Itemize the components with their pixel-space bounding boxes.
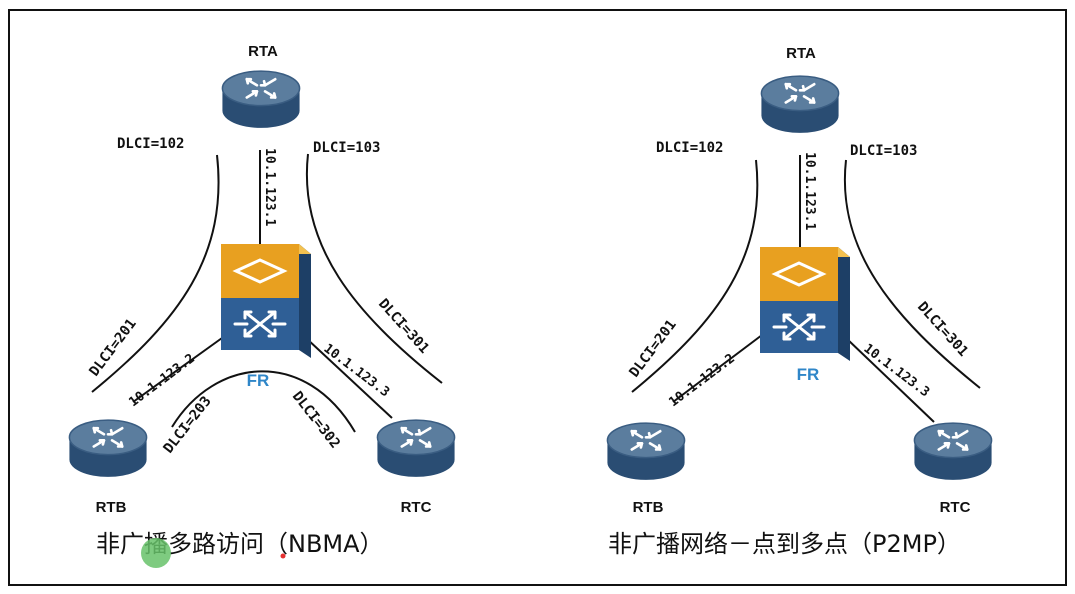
rta-router-icon-p2mp (760, 74, 840, 135)
rta-label: RTA (248, 43, 278, 60)
fr-switch-icon (221, 242, 313, 360)
dlci-102-label-p2mp: DLCI=102 (656, 140, 723, 156)
p2mp-caption: 非广播网络－点到多点（P2MP） (608, 530, 961, 558)
cursor-highlight (141, 538, 171, 568)
ip-rta-label-p2mp: 10.1.123.1 (802, 152, 817, 230)
rta-label-p2mp: RTA (786, 45, 816, 62)
link-rta-rtc-p2mp (843, 159, 981, 389)
link-fr-rtc-p2mp (845, 337, 935, 423)
rtb-router-icon (68, 418, 148, 479)
ip-rta-label: 10.1.123.1 (262, 148, 277, 226)
link-rta-rtb-p2mp (631, 159, 759, 393)
nbma-caption: 非广播多路访问（NBMA） (96, 530, 384, 558)
rtc-router-icon-p2mp (913, 421, 993, 482)
dlci-102-label: DLCI=102 (117, 136, 184, 152)
link-fr-rtc (305, 337, 393, 419)
link-fr-rtb-p2mp (672, 334, 763, 403)
rtb-label: RTB (96, 499, 127, 516)
link-fr-rtb (132, 337, 223, 403)
rtb-label-p2mp: RTB (633, 499, 664, 516)
fr-label-p2mp: FR (797, 365, 820, 384)
link-rta-rtb (91, 154, 220, 393)
rtc-label-p2mp: RTC (940, 499, 971, 516)
rta-router-icon (221, 69, 301, 130)
rtc-label: RTC (401, 499, 432, 516)
rtc-router-icon (376, 418, 456, 479)
fr-label: FR (247, 371, 270, 390)
fr-switch-icon-p2mp (760, 245, 852, 363)
link-rta-rtc (305, 153, 443, 384)
diagram-frame (8, 9, 1067, 586)
link-rtb-rtc (171, 370, 356, 433)
dlci-103-label: DLCI=103 (313, 140, 380, 156)
red-dot-marker (280, 553, 286, 559)
rtb-router-icon-p2mp (606, 421, 686, 482)
dlci-103-label-p2mp: DLCI=103 (850, 143, 917, 159)
